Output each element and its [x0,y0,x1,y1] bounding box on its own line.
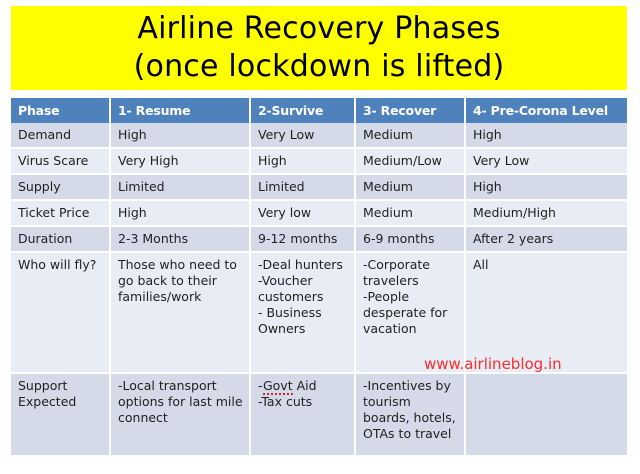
cell-duration-pre-corona: After 2 years [465,226,627,253]
cell-support-expected-pre-corona [465,373,627,457]
table-row: Who will fly? Those who need to go back … [11,252,627,374]
table-row: Ticket Price High Very low Medium Medium… [11,200,627,227]
column-header-resume: 1- Resume [110,98,251,123]
cell-supply-resume: Limited [110,174,251,201]
cell-line: -Deal hunters [258,257,343,272]
row-label-demand: Demand [11,123,111,149]
table-header: Phase 1- Resume 2-Survive 3- Recover 4- … [11,98,627,123]
cell-ticket-price-pre-corona: Medium/High [465,200,627,227]
cell-virus-scare-resume: Very High [110,148,251,175]
cell-who-will-fly-recover: -Corporate travelers-People desperate fo… [355,252,466,374]
table-row: Supply Limited Limited Medium High [11,174,627,201]
cell-ticket-price-survive: Very low [250,200,356,227]
cell-ticket-price-resume: High [110,200,251,227]
table-row: Demand High Very Low Medium High [11,123,627,149]
title-banner: Airline Recovery Phases (once lockdown i… [11,6,627,90]
table-row: Duration 2-3 Months 9-12 months 6-9 mont… [11,226,627,253]
column-header-recover: 3- Recover [355,98,466,123]
cell-support-expected-recover: -Incentives by tourism boards, hotels, O… [355,373,466,457]
table-header-row: Phase 1- Resume 2-Survive 3- Recover 4- … [11,98,627,123]
cell-duration-resume: 2-3 Months [110,226,251,253]
cell-support-expected-resume: -Local transport options for last mile c… [110,373,251,457]
cell-line: -Govt Aid [258,378,317,395]
cell-ticket-price-recover: Medium [355,200,466,227]
cell-demand-survive: Very Low [250,123,356,149]
cell-virus-scare-recover: Medium/Low [355,148,466,175]
cell-supply-survive: Limited [250,174,356,201]
cell-line: -Corporate travelers [363,257,430,288]
table-body: Demand High Very Low Medium High Virus S… [11,123,627,457]
cell-line: -Voucher customers [258,273,324,304]
row-label-supply: Supply [11,174,111,201]
page-title-line-1: Airline Recovery Phases [137,11,501,46]
cell-virus-scare-pre-corona: Very Low [465,148,627,175]
cell-supply-pre-corona: High [465,174,627,201]
row-label-who-will-fly: Who will fly? [11,252,111,374]
cell-demand-pre-corona: High [465,123,627,149]
column-header-pre-corona: 4- Pre-Corona Level [465,98,627,123]
cell-virus-scare-survive: High [250,148,356,175]
cell-who-will-fly-pre-corona: All [465,252,627,374]
row-label-ticket-price: Ticket Price [11,200,111,227]
row-label-support-expected: Support Expected [11,373,111,457]
cell-supply-recover: Medium [355,174,466,201]
cell-support-expected-survive: -Govt Aid-Tax cuts [250,373,356,457]
page-title-line-2: (once lockdown is lifted) [133,49,505,84]
cell-line: - Business Owners [258,305,322,336]
cell-demand-recover: Medium [355,123,466,149]
cell-duration-survive: 9-12 months [250,226,356,253]
misspelled-word: Govt [262,378,293,395]
cell-who-will-fly-survive: -Deal hunters-Voucher customers- Busines… [250,252,356,374]
table-row: Support Expected -Local transport option… [11,373,627,457]
table-row: Virus Scare Very High High Medium/Low Ve… [11,148,627,175]
cell-who-will-fly-resume: Those who need to go back to their famil… [110,252,251,374]
cell-duration-recover: 6-9 months [355,226,466,253]
cell-line: -People desperate for vacation [363,289,448,336]
row-label-duration: Duration [11,226,111,253]
cell-line: -Tax cuts [258,394,313,409]
cell-demand-resume: High [110,123,251,149]
row-label-virus-scare: Virus Scare [11,148,111,175]
airline-recovery-phases-table: Phase 1- Resume 2-Survive 3- Recover 4- … [11,98,627,457]
column-header-phase: Phase [11,98,111,123]
column-header-survive: 2-Survive [250,98,356,123]
